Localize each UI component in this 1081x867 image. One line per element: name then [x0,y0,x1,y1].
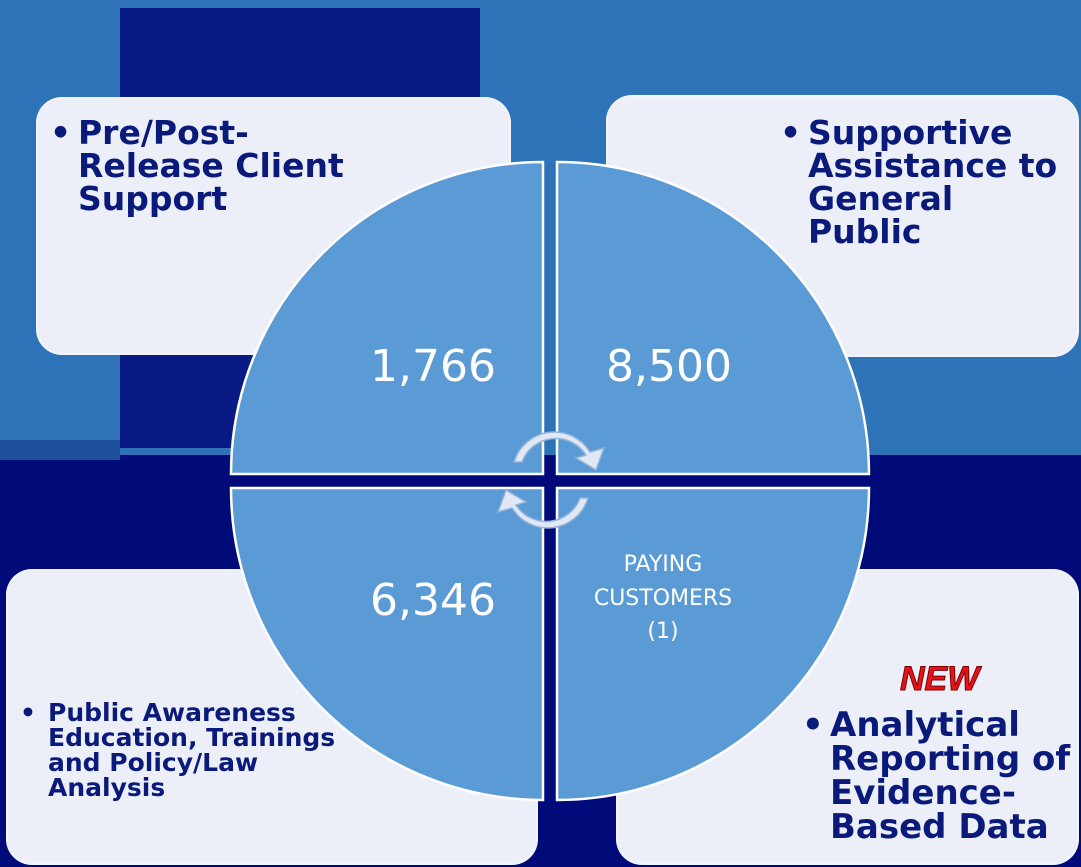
top-right-description: Supportive Assistance to General Public [778,116,1078,248]
quadrant-bottom-right [555,486,871,802]
bottom-right-description-text: Analytical Reporting of Evidence-Based D… [800,708,1080,844]
value-top-right: 8,500 [606,341,732,392]
top-right-description-text: Supportive Assistance to General Public [778,116,1078,248]
cycle-arrow-top-icon [512,431,606,472]
cycle-arrow-bottom-icon [496,488,590,529]
bottom-left-description-text: Public Awareness Education, Trainings an… [18,700,358,800]
bottom-right-description: Analytical Reporting of Evidence-Based D… [800,708,1080,844]
new-badge: NEW [899,660,980,699]
value-bottom-left: 6,346 [370,575,496,626]
quadrant-top-right [555,160,871,476]
customers-label: CUSTOMERS [594,586,732,611]
top-left-description-text: Pre/Post-Release Client Support [48,116,368,215]
quadrant-bottom-left [229,486,545,802]
quadrant-top-left [229,160,545,476]
bottom-left-description: Public Awareness Education, Trainings an… [18,700,358,800]
top-left-description: Pre/Post-Release Client Support [48,116,368,215]
customers-count: (1) [647,619,678,644]
paying-label: PAYING [624,552,703,577]
value-top-left: 1,766 [370,341,496,392]
